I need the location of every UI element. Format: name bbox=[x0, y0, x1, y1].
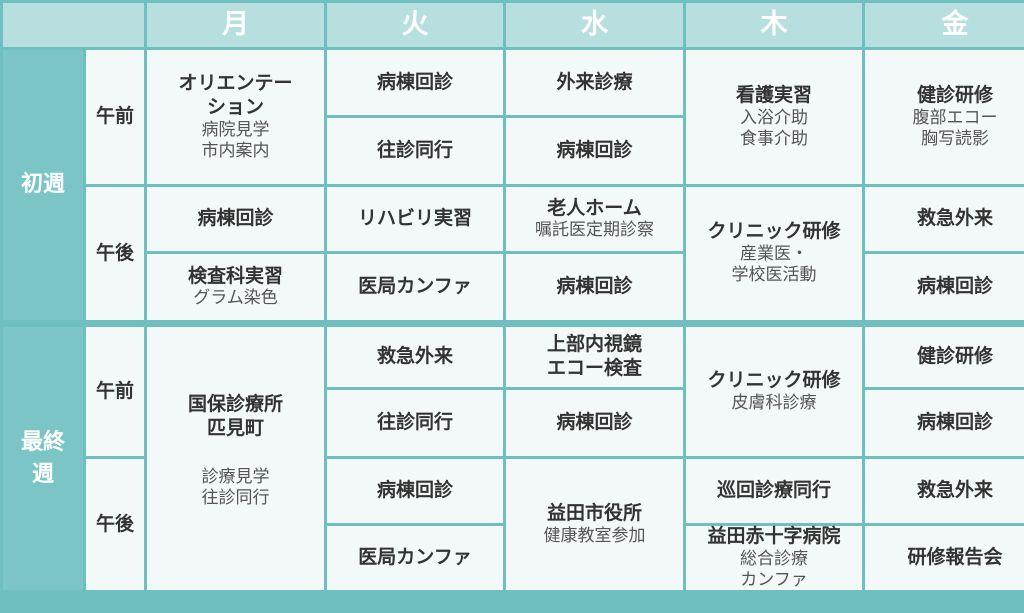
slot-w2-wed-am1: 上部内視鏡 エコー検査 bbox=[506, 323, 683, 387]
slot-w1-thu-am: 看護実習 入浴介助 食事介助 bbox=[686, 50, 862, 184]
slot-title: エコー検査 bbox=[546, 357, 642, 379]
header-day-tue: 火 bbox=[327, 3, 503, 47]
slot-title: 老人ホーム bbox=[547, 196, 642, 219]
period-am: 午前 bbox=[86, 50, 144, 184]
slot-w1-wed-am1: 外来診療 bbox=[506, 50, 683, 115]
slot-title: 健診研修 bbox=[916, 83, 993, 106]
week-label-text: 初週 bbox=[20, 172, 65, 198]
slot-w2-wed-am2: 病棟回診 bbox=[506, 390, 683, 456]
week-label-text: 最終 bbox=[20, 429, 65, 455]
slot-w2-thu-pm1: 巡回診療同行 bbox=[686, 459, 862, 523]
slot-w1-tue-am2: 往診同行 bbox=[327, 118, 503, 184]
slot-w2-mon: 国保診療所 匹見町 診療見学 往診同行 bbox=[147, 323, 324, 590]
header-day-wed: 水 bbox=[506, 3, 683, 47]
slot-title: 上部内視鏡 bbox=[546, 333, 642, 356]
slot-w2-fri-pm1: 救急外来 bbox=[865, 459, 1024, 523]
header-day-fri: 金 bbox=[865, 3, 1024, 47]
slot-title: オリエンテーション bbox=[178, 72, 293, 118]
slot-w1-mon-pm1: 病棟回診 bbox=[147, 187, 324, 251]
slot-w1-tue-am1: 病棟回診 bbox=[327, 50, 503, 115]
week-label-last: 最終 週 bbox=[3, 323, 83, 590]
slot-detail: 学校医活動 bbox=[731, 265, 817, 286]
slot-w2-tue-am2: 往診同行 bbox=[327, 390, 503, 456]
slot-title: 益田市役所 bbox=[546, 502, 642, 524]
slot-detail: 腹部エコー bbox=[912, 107, 998, 128]
slot-w1-tue-pm1: リハビリ実習 bbox=[327, 187, 503, 251]
slot-w2-tue-pm2: 医局カンファ bbox=[327, 526, 503, 590]
period-pm: 午後 bbox=[86, 459, 144, 590]
week-label-text: 週 bbox=[31, 461, 54, 487]
slot-detail: 健康教室参加 bbox=[543, 525, 646, 546]
slot-w2-wed-pm: 益田市役所 健康教室参加 bbox=[506, 459, 683, 590]
slot-detail: 病院見学 bbox=[201, 119, 270, 140]
slot-detail: 市内案内 bbox=[201, 140, 270, 161]
period-pm: 午後 bbox=[86, 187, 144, 320]
slot-detail: 皮膚科診療 bbox=[731, 392, 817, 413]
slot-w2-thu-am: クリニック研修 皮膚科診療 bbox=[686, 323, 862, 456]
slot-title: クリニック研修 bbox=[707, 369, 841, 391]
slot-detail: カンファ bbox=[740, 569, 808, 590]
slot-title: 検査科実習 bbox=[187, 264, 283, 287]
header-corner bbox=[3, 3, 144, 47]
slot-w1-mon-am: オリエンテーション 病院見学 市内案内 bbox=[147, 50, 324, 184]
slot-w2-fri-pm2: 研修報告会 bbox=[865, 526, 1024, 590]
slot-detail: 診療見学 bbox=[201, 466, 270, 487]
slot-w1-fri-pm2: 病棟回診 bbox=[865, 254, 1024, 320]
slot-w2-fri-am1: 健診研修 bbox=[865, 323, 1024, 387]
slot-w1-fri-pm1: 救急外来 bbox=[865, 187, 1024, 251]
slot-title: クリニック研修 bbox=[707, 220, 841, 243]
slot-title: 益田赤十字病院 bbox=[707, 524, 841, 547]
week-label-first: 初週 bbox=[3, 50, 83, 320]
slot-detail: 嘱託医定期診察 bbox=[535, 220, 654, 241]
slot-detail: 産業医・ bbox=[740, 244, 808, 265]
slot-w2-tue-pm1: 病棟回診 bbox=[327, 459, 503, 523]
slot-w1-thu-pm: クリニック研修 産業医・ 学校医活動 bbox=[686, 187, 862, 320]
slot-detail: 食事介助 bbox=[740, 128, 808, 149]
slot-w2-tue-am1: 救急外来 bbox=[327, 323, 503, 387]
period-am: 午前 bbox=[86, 323, 144, 456]
slot-w1-wed-pm2: 病棟回診 bbox=[506, 254, 683, 320]
slot-w1-mon-pm2: 検査科実習 グラム染色 bbox=[147, 254, 324, 320]
header-day-mon: 月 bbox=[147, 3, 324, 47]
slot-detail: 総合診療 bbox=[740, 548, 808, 569]
slot-w1-wed-pm1: 老人ホーム 嘱託医定期診察 bbox=[506, 187, 683, 251]
slot-w2-thu-pm2: 益田赤十字病院 総合診療 カンファ bbox=[686, 524, 862, 590]
slot-detail: 入浴介助 bbox=[740, 107, 808, 128]
slot-detail: 胸写読影 bbox=[921, 128, 989, 149]
slot-w1-wed-am2: 病棟回診 bbox=[506, 118, 683, 184]
slot-title: 匹見町 bbox=[206, 416, 264, 439]
slot-w1-fri-am: 健診研修 腹部エコー 胸写読影 bbox=[865, 50, 1024, 184]
slot-detail: 往診同行 bbox=[201, 487, 270, 508]
slot-w1-tue-pm2: 医局カンファ bbox=[327, 254, 503, 320]
slot-detail: グラム染色 bbox=[193, 288, 278, 309]
slot-title: 看護実習 bbox=[735, 83, 812, 106]
slot-w2-fri-am2: 病棟回診 bbox=[865, 390, 1024, 456]
header-day-thu: 木 bbox=[686, 3, 862, 47]
slot-title: 国保診療所 bbox=[187, 393, 283, 415]
